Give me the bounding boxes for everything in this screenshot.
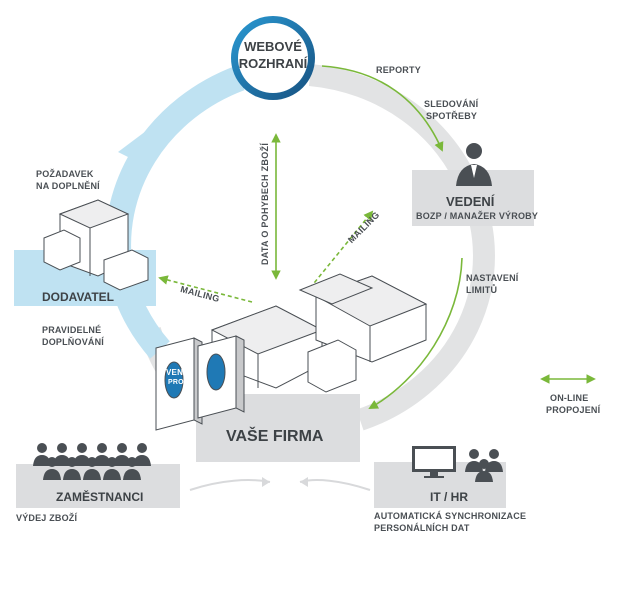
person-body xyxy=(83,469,101,480)
person-body xyxy=(53,455,71,466)
supplier-arc xyxy=(105,65,245,359)
hub-label[interactable]: WEBOVÉ ROZHRANÍ xyxy=(232,38,314,72)
vydej-arrow xyxy=(189,479,271,491)
manager-icon xyxy=(456,143,492,186)
hr-people-icon xyxy=(465,449,503,482)
person-body xyxy=(133,455,151,466)
pozadavek-label-2: NA DOPLNĚNÍ xyxy=(36,181,100,191)
nastaveni-label-2: LIMITŮ xyxy=(466,285,498,295)
employees-icon xyxy=(33,443,151,480)
person-body xyxy=(113,455,131,466)
reporty-arrow xyxy=(321,65,444,152)
person-head xyxy=(107,457,117,467)
pozadavek-label-1: POŽADAVEK xyxy=(36,169,94,179)
mailing-right-arrow xyxy=(309,210,374,289)
hub-circle[interactable] xyxy=(231,16,315,100)
sledovani-label-1: SLEDOVÁNÍ xyxy=(424,99,479,109)
vedeni-title: VEDENÍ xyxy=(446,194,495,209)
nastaveni-label-1: NASTAVENÍ xyxy=(466,273,519,283)
vending-machines-icon xyxy=(155,335,245,431)
zamestnanci-panel xyxy=(16,464,180,508)
person-body xyxy=(73,455,91,466)
pravidelne-label-1: PRAVIDELNÉ xyxy=(42,325,102,335)
vydej-label: VÝDEJ ZBOŽÍ xyxy=(16,513,78,523)
nastaveni-arrow xyxy=(368,257,463,409)
auto-arrow xyxy=(299,479,371,491)
person-body xyxy=(43,469,61,480)
computer-icon xyxy=(412,446,456,478)
reporty-label: REPORTY xyxy=(376,65,421,75)
person-head xyxy=(117,443,127,453)
sledovani-label-2: SPOTŘEBY xyxy=(426,111,478,121)
person-body xyxy=(63,469,81,480)
person-head xyxy=(137,443,147,453)
person-head xyxy=(87,457,97,467)
firma-title: VAŠE FIRMA xyxy=(226,428,324,445)
vedeni-subtitle: BOZP / MANAŽER VÝROBY xyxy=(416,211,539,221)
pravidelne-label-2: DOPLŇOVÁNÍ xyxy=(42,337,105,347)
vending-brand-2: PRO xyxy=(168,379,184,386)
person-head xyxy=(57,443,67,453)
legend-label-1: ON-LINE xyxy=(550,393,589,403)
person-head xyxy=(67,457,77,467)
vending-brand-1: VEND xyxy=(166,368,190,377)
person-body xyxy=(103,469,121,480)
ithr-title: IT / HR xyxy=(430,490,468,504)
mailing-left-arrow xyxy=(158,275,253,303)
legend-label-2: PROPOJENÍ xyxy=(546,405,601,415)
auto-label-2: PERSONÁLNÍCH DAT xyxy=(374,523,470,533)
person-body xyxy=(33,455,51,466)
supplier-building-icon xyxy=(43,199,149,291)
hub-line-2: ROZHRANÍ xyxy=(238,56,308,71)
auto-label-1: AUTOMATICKÁ SYNCHRONIZACE xyxy=(374,511,527,521)
person-head xyxy=(47,457,57,467)
person-body xyxy=(123,469,141,480)
person-head xyxy=(77,443,87,453)
dodavatel-title: DODAVATEL xyxy=(42,290,114,304)
person-head xyxy=(127,457,137,467)
zamestnanci-title: ZAMĚSTNANCI xyxy=(56,490,144,504)
person-body xyxy=(93,455,111,466)
person-head xyxy=(97,443,107,453)
person-head xyxy=(37,443,47,453)
hub-line-1: WEBOVÉ xyxy=(244,39,302,54)
data-pohyb-label: DATA O POHYBECH ZBOŽÍ xyxy=(260,142,270,265)
